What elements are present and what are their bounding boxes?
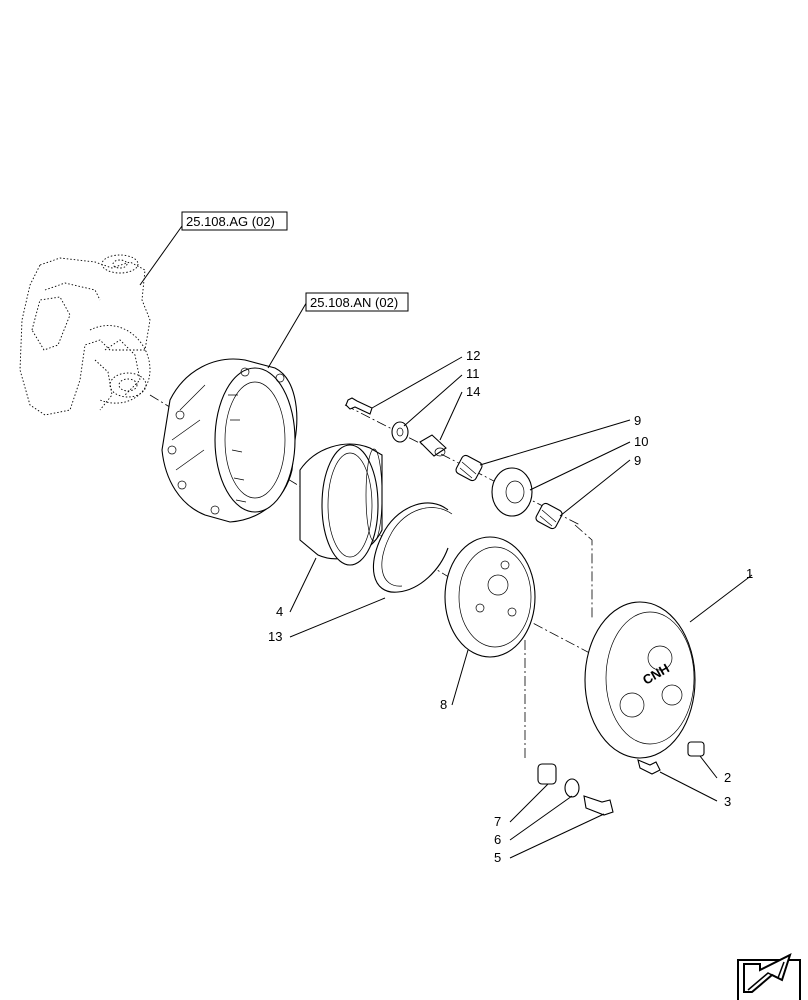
- leader-lines: [139, 225, 753, 859]
- callout-2: 2: [724, 770, 731, 785]
- callout-10: 10: [634, 434, 648, 449]
- callout-1: 1: [746, 566, 753, 581]
- needle-bearing-upper: [455, 454, 483, 482]
- callout-8: 8: [440, 697, 447, 712]
- next-page-arrow-icon[interactable]: [737, 953, 801, 1000]
- plug-2: [687, 741, 705, 757]
- callout-14: 14: [466, 384, 480, 399]
- ring-gear: [299, 443, 383, 566]
- hub-cover: CNH: [584, 601, 696, 759]
- washer-6: [564, 778, 580, 798]
- callout-12: 12: [466, 348, 480, 363]
- sleeve-7: [537, 763, 557, 785]
- snap-ring: [372, 502, 453, 593]
- hub-housing: [161, 358, 298, 523]
- needle-bearing-lower: [535, 502, 563, 530]
- reference-an-label: 25.108.AN (02): [310, 295, 398, 310]
- callout-3: 3: [724, 794, 731, 809]
- callout-11: 11: [466, 366, 480, 381]
- callout-9-upper: 9: [634, 413, 641, 428]
- callout-4: 4: [276, 604, 283, 619]
- planet-carrier: [444, 536, 536, 658]
- pin-14: [419, 434, 447, 457]
- reference-ag-label: 25.108.AG (02): [186, 214, 275, 229]
- bolt-5: [583, 795, 614, 816]
- callout-labels: 12 11 14 9 10 9 1 4 13 8 2 3 7 6 5: [268, 348, 753, 865]
- planet-gear: [491, 467, 533, 517]
- callout-7: 7: [494, 814, 501, 829]
- callout-13: 13: [268, 629, 282, 644]
- callout-6: 6: [494, 832, 501, 847]
- reference-box-ag[interactable]: 25.108.AG (02): [181, 211, 288, 231]
- bolt-12: [345, 397, 373, 415]
- reference-box-an[interactable]: 25.108.AN (02): [305, 292, 409, 312]
- steering-knuckle-housing: [19, 254, 151, 416]
- callout-9-lower: 9: [634, 453, 641, 468]
- callout-5: 5: [494, 850, 501, 865]
- screw-3: [637, 759, 661, 775]
- washer-11: [391, 421, 409, 443]
